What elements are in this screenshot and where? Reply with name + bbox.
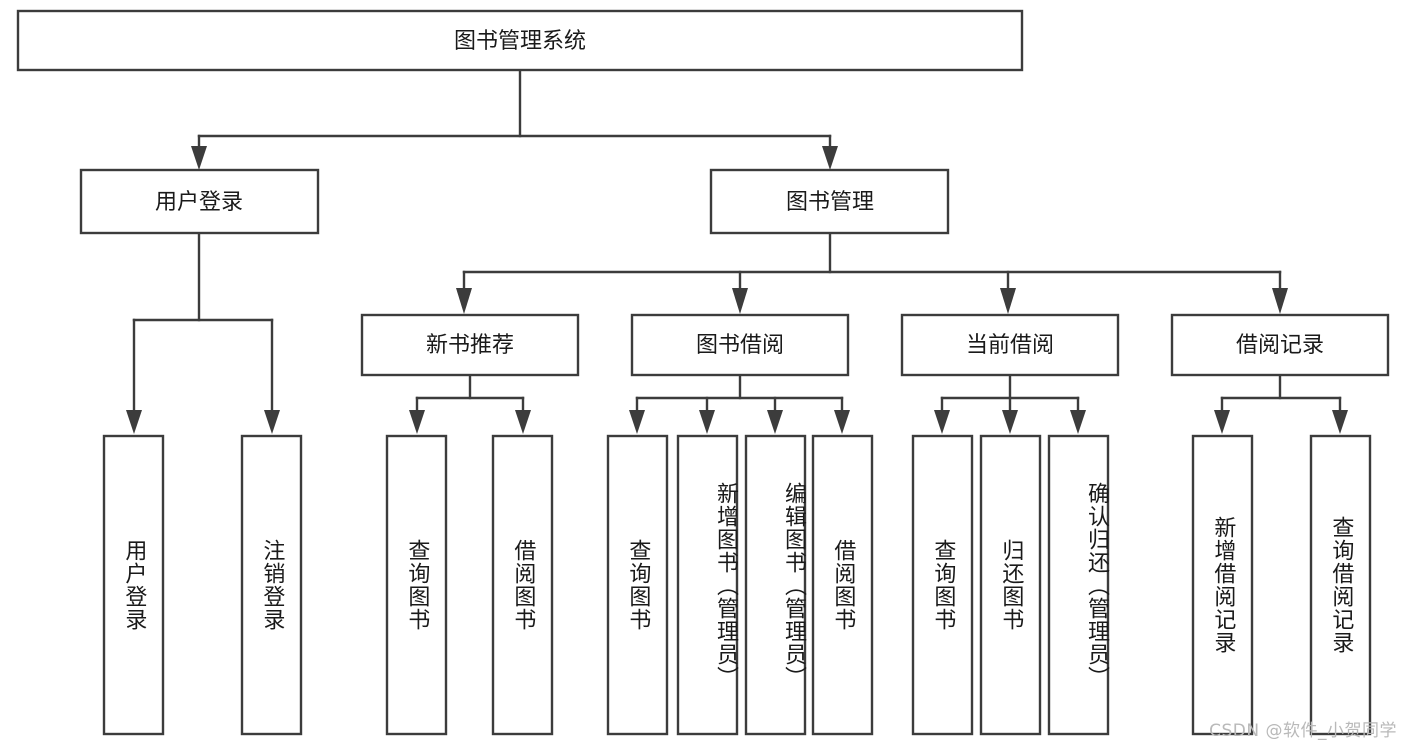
node-book-manage-box[interactable]: [709, 168, 950, 235]
arrowhead-user-login: [191, 146, 207, 170]
arrowhead-leaf-borrow-book-2: [834, 410, 850, 434]
node-leaf-query-record-box[interactable]: [1309, 434, 1372, 736]
node-borrow-record[interactable]: 借阅记录: [1170, 313, 1390, 377]
node-leaf-user-login-label: 用户登录: [121, 539, 147, 631]
node-leaf-query-book-2-label: 查询图书: [625, 539, 651, 631]
arrowhead-leaf-add-book: [699, 410, 715, 434]
arrowhead-leaf-query-book-1: [409, 410, 425, 434]
node-user-login-box[interactable]: [79, 168, 320, 235]
arrowhead-leaf-query-book-2: [629, 410, 645, 434]
node-book-borrow-label: 图书借阅: [696, 333, 784, 358]
node-leaf-add-book-label: 新增图书（管理员）: [713, 481, 738, 689]
node-current-borrow-box[interactable]: [900, 313, 1120, 377]
arrowhead-book-borrow: [732, 288, 748, 314]
node-user-login-label: 用户登录: [155, 190, 243, 215]
node-leaf-return-book-box[interactable]: [979, 434, 1042, 736]
node-leaf-query-book-1-label: 查询图书: [404, 539, 430, 631]
connector-group-root-to-level2: [191, 68, 838, 170]
connector-group-user-login-leaves: [126, 231, 280, 434]
arrowhead-leaf-query-book-3: [934, 410, 950, 434]
node-leaf-user-logout-label: 注销登录: [259, 539, 285, 631]
node-current-borrow-label: 当前借阅: [966, 333, 1054, 358]
node-user-login[interactable]: 用户登录: [79, 168, 320, 235]
node-new-book-recommend-box[interactable]: [360, 313, 580, 377]
node-leaf-confirm-return-label: 确认归还（管理员）: [1084, 481, 1109, 689]
arrowhead-borrow-record: [1272, 288, 1288, 314]
node-leaf-borrow-book-2-label: 借阅图书: [830, 539, 856, 631]
node-root-label: 图书管理系统: [454, 29, 586, 54]
node-leaf-borrow-book-1-box[interactable]: [491, 434, 554, 736]
arrowhead-leaf-add-record: [1214, 410, 1230, 434]
node-leaf-add-record-box[interactable]: [1191, 434, 1254, 736]
arrowhead-leaf-user-logout: [264, 410, 280, 434]
arrowhead-leaf-confirm-return: [1070, 410, 1086, 434]
arrowhead-new-book: [456, 288, 472, 314]
node-leaf-edit-book-box[interactable]: [744, 434, 807, 736]
node-leaf-query-book-1-box[interactable]: [385, 434, 448, 736]
node-leaf-query-book-3-label: 查询图书: [930, 539, 956, 631]
node-leaf-user-login-box[interactable]: [102, 434, 165, 736]
node-borrow-record-label: 借阅记录: [1236, 333, 1324, 358]
csdn-watermark: CSDN @软件_小贺同学: [1209, 721, 1397, 741]
node-root[interactable]: 图书管理系统: [16, 9, 1024, 72]
node-borrow-record-box[interactable]: [1170, 313, 1390, 377]
node-leaf-borrow-book-1-label: 借阅图书: [510, 539, 536, 631]
node-leaf-return-book-label: 归还图书: [998, 539, 1024, 631]
arrowhead-current-borrow: [1000, 288, 1016, 314]
node-root-box[interactable]: [16, 9, 1024, 72]
node-leaf-confirm-return-box[interactable]: [1047, 434, 1110, 736]
node-leaf-add-record-label: 新增借阅记录: [1210, 516, 1236, 654]
arrowhead-leaf-user-login: [126, 410, 142, 434]
node-leaf-user-logout-box[interactable]: [240, 434, 303, 736]
arrowhead-leaf-query-record: [1332, 410, 1348, 434]
node-current-borrow[interactable]: 当前借阅: [900, 313, 1120, 377]
node-new-book-recommend[interactable]: 新书推荐: [360, 313, 580, 377]
node-book-manage[interactable]: 图书管理: [709, 168, 950, 235]
node-new-book-recommend-label: 新书推荐: [426, 333, 514, 358]
arrowhead-leaf-return-book: [1002, 410, 1018, 434]
connector-group-new-book-leaves: [409, 373, 531, 434]
node-leaf-query-book-2-box[interactable]: [606, 434, 669, 736]
node-leaf-edit-book-label: 编辑图书（管理员）: [781, 481, 806, 689]
arrowhead-leaf-borrow-book-1: [515, 410, 531, 434]
node-leaf-add-book-box[interactable]: [676, 434, 739, 736]
node-book-borrow[interactable]: 图书借阅: [630, 313, 850, 377]
arrowhead-leaf-edit-book: [767, 410, 783, 434]
node-book-borrow-box[interactable]: [630, 313, 850, 377]
connector-group-book-manage-level3: [456, 231, 1288, 314]
connector-group-book-borrow-leaves: [629, 373, 850, 434]
connector-group-current-borrow-leaves: [934, 373, 1086, 434]
connector-group-borrow-record-leaves: [1214, 373, 1348, 434]
arrowhead-book-manage: [822, 146, 838, 170]
node-leaf-borrow-book-2-box[interactable]: [811, 434, 874, 736]
node-leaf-query-record-label: 查询借阅记录: [1328, 516, 1354, 654]
node-leaf-query-book-3-box[interactable]: [911, 434, 974, 736]
node-book-manage-label: 图书管理: [786, 190, 874, 215]
